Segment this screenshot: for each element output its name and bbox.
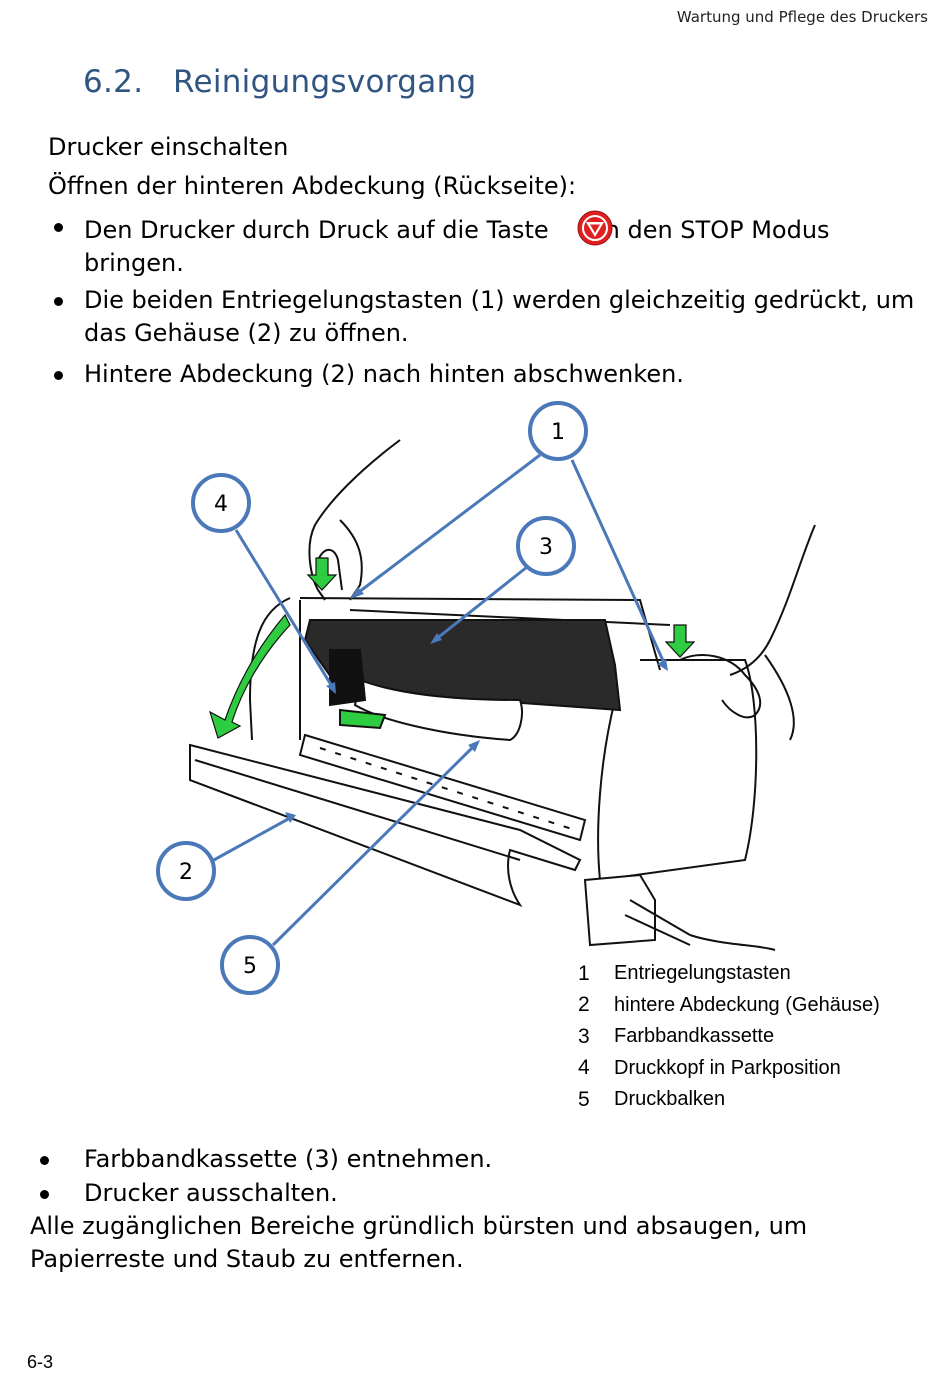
print-head (329, 649, 367, 707)
bullet-icon (54, 371, 63, 380)
legend-number: 5 (578, 1087, 590, 1111)
step-text: Drucker ausschalten. (84, 1179, 338, 1207)
intro-line-1: Drucker einschalten (48, 133, 289, 161)
legend-label: Entriegelungstasten (614, 962, 791, 985)
power-connector (583, 873, 656, 947)
step-text-after: n den STOP Modus bringen. (84, 216, 830, 277)
callout-label-5: 5 (243, 954, 257, 979)
list-item: Den Drucker durch Druck auf die Taste n … (48, 210, 918, 280)
legend-row: 4 Druckkopf in Parkposition (578, 1053, 880, 1085)
legend-label: Farbbandkassette (614, 1025, 775, 1048)
list-item: Die beiden Entriegelungstasten (1) werde… (48, 284, 918, 350)
page-number: 6-3 (27, 1352, 54, 1372)
legend-label: Druckbalken (614, 1088, 726, 1111)
legend-label: Druckkopf in Parkposition (614, 1056, 841, 1079)
step-text: Farbbandkassette (3) entnehmen. (84, 1145, 493, 1173)
running-header: Wartung und Pflege des Druckers (676, 8, 928, 26)
figure-legend: 1 Entriegelungstasten 2 hintere Abdeckun… (578, 958, 880, 1116)
callout-lines (211, 453, 667, 947)
green-curved-arrow (208, 613, 291, 739)
printer-top-edge (299, 597, 661, 671)
legend-number: 2 (578, 993, 590, 1017)
callout-circle-2 (156, 841, 216, 901)
callout-label-2: 2 (179, 860, 193, 885)
green-down-arrow-right (664, 624, 696, 658)
bullet-icon (54, 297, 63, 306)
legend-row: 1 Entriegelungstasten (578, 958, 880, 990)
printer-illustration: 1 2 3 4 5 (150, 395, 940, 995)
intro-line-2: Öffnen der hinteren Abdeckung (Rückseite… (48, 172, 577, 200)
section-title: 6.2. Reinigungsvorgang (83, 64, 477, 100)
list-item: Hintere Abdeckung (2) nach hinten abschw… (48, 358, 918, 391)
legend-row: 5 Druckbalken (578, 1084, 880, 1116)
callout-arrowheads (285, 587, 668, 823)
callout-circle-5 (220, 935, 280, 995)
bullet-icon (54, 223, 63, 232)
list-item: Drucker ausschalten. (30, 1177, 900, 1210)
legend-row: 2 hintere Abdeckung (Gehäuse) (578, 990, 880, 1022)
green-arrows (208, 557, 696, 739)
printer-right-housing (599, 659, 758, 881)
callout-label-4: 4 (214, 492, 228, 517)
legend-label: hintere Abdeckung (Gehäuse) (614, 993, 880, 1016)
legend-number: 1 (578, 961, 590, 985)
legend-number: 3 (578, 1024, 590, 1048)
section-title-text: Reinigungsvorgang (173, 64, 477, 100)
printer-drawing: 1 2 3 4 5 (156, 401, 816, 995)
closing-paragraph: Alle zugänglichen Bereiche gründlich bür… (30, 1212, 808, 1273)
bullet-icon (40, 1156, 49, 1165)
callout-label-3: 3 (539, 535, 553, 560)
step-text: Hintere Abdeckung (2) nach hinten abschw… (84, 360, 684, 388)
callout-circles (156, 401, 588, 995)
bullet-icon (40, 1190, 49, 1199)
right-hand-outline (729, 524, 816, 676)
callout-circle-4 (191, 473, 251, 533)
section-number: 6.2. (83, 64, 144, 100)
green-down-arrow-left (306, 557, 338, 591)
callout-circle-3 (516, 516, 576, 576)
step-text: Die beiden Entriegelungstasten (1) werde… (84, 286, 915, 347)
list-item: Farbbandkassette (3) entnehmen. (30, 1143, 900, 1176)
callout-circle-1 (528, 401, 588, 461)
legend-number: 4 (578, 1056, 590, 1080)
rear-cover (189, 743, 582, 908)
callout-label-1: 1 (551, 420, 565, 445)
step-text-before: Den Drucker durch Druck auf die Taste (84, 216, 549, 244)
legend-row: 3 Farbbandkassette (578, 1021, 880, 1053)
stop-key-icon (577, 210, 613, 246)
